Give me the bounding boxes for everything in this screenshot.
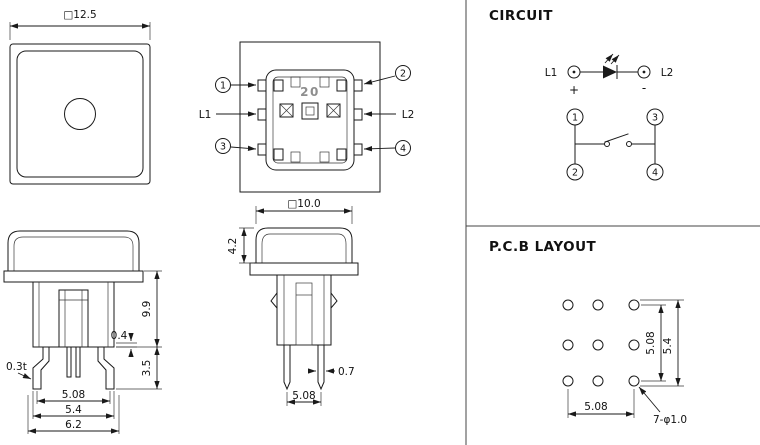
dim-snap-width: 5.4 (65, 404, 82, 416)
pcb-title: P.C.B LAYOUT (489, 239, 597, 255)
circuit-title: CIRCUIT (489, 8, 553, 24)
polarity-plus: + (569, 83, 579, 97)
pin4-number: 4 (400, 143, 406, 154)
top-view: □12.5 (9, 9, 151, 185)
housing-flange (3, 270, 144, 283)
dim-snap-spread: 6.2 (65, 419, 82, 431)
terminal-pin3 (257, 143, 267, 156)
dim-terminal-thickness: 0.3t (6, 361, 27, 373)
right-snap-leg (97, 346, 115, 390)
body-side (276, 274, 332, 346)
keycap (7, 230, 140, 272)
terminal-l1 (257, 108, 267, 121)
led-left-label: L1 (199, 109, 212, 121)
pin1-callout (215, 77, 231, 93)
front-view: 9.9 0.4 0.3t 3.5 5.08 5.4 6.2 (3, 230, 162, 434)
switch-arm (604, 133, 629, 143)
dim-cap-side: □10.0 (287, 198, 320, 210)
cap-outline (9, 43, 151, 185)
terminal-pin2 (353, 79, 363, 92)
circuit-pin3-number: 3 (652, 113, 658, 124)
dim-pin-pitch-side: 5.08 (292, 390, 315, 402)
pcb-dim-row-pitch: 5.08 (645, 331, 657, 354)
led-emission-arrow (604, 53, 614, 64)
base-outline (239, 41, 381, 193)
contact-right (626, 141, 632, 147)
housing-body (32, 281, 115, 348)
circuit-pin1-number: 1 (572, 113, 578, 124)
pin2-number: 2 (400, 68, 406, 79)
plunger (58, 289, 89, 348)
pin2-callout (395, 65, 411, 81)
left-pin (283, 344, 291, 391)
left-snap-leg (32, 346, 50, 390)
terminal-l2 (353, 108, 363, 121)
pin1-number: 1 (220, 80, 226, 91)
body-marking: 20 (300, 85, 320, 99)
dim-pin-length: 3.5 (141, 360, 153, 377)
led-housing (301, 102, 319, 120)
hole-leader-arrow (638, 386, 661, 413)
circuit-l1-label: L1 (545, 67, 558, 79)
pcb-layout: P.C.B LAYOUT 5.08 5.08 5.4 7-φ1.0 (489, 239, 687, 426)
flange-side (249, 262, 359, 276)
pcb-dim-col-pitch: 5.08 (584, 401, 607, 413)
led-right-label: L2 (402, 109, 415, 121)
terminal-pin4 (353, 143, 363, 156)
circuit-pin4-number: 4 (652, 168, 658, 179)
cap-inner-outline (16, 50, 144, 178)
dim-pin-width: 0.7 (338, 366, 355, 378)
polarity-minus: - (642, 81, 646, 95)
pin3-number: 3 (220, 141, 226, 152)
pin3-callout (215, 138, 231, 154)
side-view: □10.0 4.2 0.7 5.08 (227, 198, 359, 406)
pcb-pads (562, 299, 640, 387)
pcb-dim-holes: 7-φ1.0 (653, 414, 687, 426)
dim-cap-side: □12.5 (63, 9, 96, 21)
terminal-pin1 (257, 79, 267, 92)
pcb-dim-row-outer: 5.4 (662, 337, 674, 354)
dim-total-height: 9.9 (141, 301, 153, 318)
right-pin (317, 344, 325, 391)
led-symbol-icon (603, 65, 617, 79)
circuit-pin2-number: 2 (572, 168, 578, 179)
keycap-side (255, 227, 353, 264)
circuit-diagram: CIRCUIT L1 L2 + - 1 3 2 4 (489, 8, 674, 181)
l2-terminal-icon (637, 65, 651, 79)
led-window (64, 98, 96, 130)
dim-pin-pitch: 5.08 (62, 389, 85, 401)
pin4-callout (395, 140, 411, 156)
dim-cap-height: 4.2 (227, 238, 239, 255)
dim-standoff: 0.4 (111, 330, 128, 342)
circuit-l2-label: L2 (661, 67, 674, 79)
internal-view: 20 1 L1 3 2 L2 4 (199, 41, 415, 193)
